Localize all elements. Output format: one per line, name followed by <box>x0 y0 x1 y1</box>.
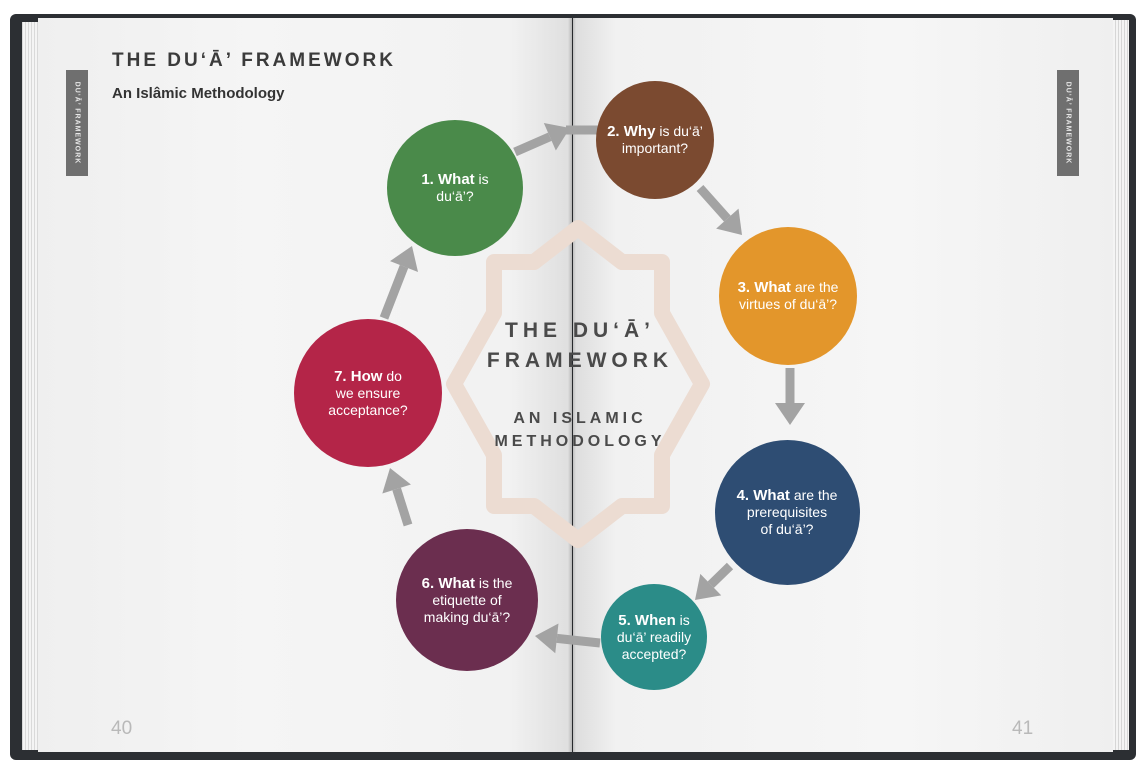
arrow-1-to-2-head <box>543 123 570 151</box>
page-number-right: 41 <box>1012 718 1034 739</box>
step-label-line1: 3. What are the <box>738 279 839 296</box>
step-label-line2: we ensure <box>335 384 401 401</box>
step-number: 4. <box>736 486 754 504</box>
step-text: is <box>474 171 489 187</box>
step-keyword: Why <box>623 123 656 140</box>
arrow-2-to-3-shaft <box>696 185 731 222</box>
step-label-line1: 2. Why is du‘ā’ <box>607 123 703 140</box>
step-text: is du‘ā’ <box>655 123 703 139</box>
step-text: are the <box>789 486 838 503</box>
step-label-line3: accepted? <box>621 645 687 662</box>
center-subtitle: AN ISLAMIC METHODOLOGY <box>480 407 680 453</box>
center-title-line1: THE DU‘Ā’ <box>505 319 655 342</box>
step-node-2: 2. Why is du‘ā’important? <box>596 81 714 199</box>
step-text: is the <box>475 574 513 591</box>
arrow-5-to-6-head <box>535 623 559 654</box>
step-label-line3: acceptance? <box>328 401 408 418</box>
step-label-line2: etiquette of <box>432 591 502 608</box>
page-title: THE DU‘Ā’ FRAMEWORK <box>112 50 396 71</box>
step-number: 1. <box>421 171 438 188</box>
arrow-1-to-2-shaft <box>513 132 552 157</box>
center-subtitle-line2: METHODOLOGY <box>494 433 666 450</box>
page-subtitle: An Islâmic Methodology <box>112 85 285 102</box>
step-label-line3: making du‘ā’? <box>423 608 511 625</box>
step-text: do <box>382 367 402 384</box>
center-title-line2: FRAMEWORK <box>486 349 674 372</box>
step-text: are the <box>790 279 839 295</box>
page-stack-right <box>1113 20 1129 750</box>
step-text: is <box>675 611 690 628</box>
step-label-line2: important? <box>621 140 689 156</box>
book-gutter <box>568 18 576 752</box>
running-head-tab-left: DU‘Ā’ FRAMEWORK <box>66 70 88 176</box>
step-label-line2: prerequisites <box>746 503 828 520</box>
step-label-2: 2. Why is du‘ā’important? <box>607 123 703 157</box>
step-number: 5. <box>618 611 635 629</box>
step-label-line1: 4. What are the <box>737 487 838 504</box>
step-keyword: What <box>753 486 790 504</box>
arrow-2-to-3-head <box>716 208 742 235</box>
cycle-arrows <box>379 123 805 654</box>
step-label-line1: 1. What is <box>421 171 488 188</box>
arrow-4-to-5-shaft <box>707 562 734 588</box>
step-number: 7. <box>334 367 351 385</box>
arrow-7-to-1-shaft <box>379 264 409 320</box>
step-keyword: How <box>350 367 383 385</box>
step-keyword: When <box>634 611 676 629</box>
step-number: 3. <box>737 279 755 296</box>
step-keyword: What <box>438 574 475 592</box>
step-number: 2. <box>607 123 624 140</box>
step-keyword: What <box>438 171 475 188</box>
arrow-3-to-4-head <box>775 403 805 425</box>
step-number: 6. <box>421 574 439 592</box>
step-label-line3: of du‘ā’? <box>760 520 814 537</box>
step-label-line1: 7. How do <box>328 368 407 385</box>
step-keyword: What <box>754 279 791 296</box>
step-label-line1: 6. What is the <box>422 575 513 592</box>
center-subtitle-line1: AN ISLAMIC <box>513 410 647 427</box>
step-label-line2: du‘ā’? <box>436 188 474 204</box>
arrow-4-to-5-head <box>695 573 722 600</box>
running-head-tab-right: DU‘Ā’ FRAMEWORK <box>1057 70 1079 176</box>
step-label-line2: du‘ā’ readily <box>616 628 692 645</box>
arrow-6-to-7-head <box>382 468 411 494</box>
arrow-7-to-1-head <box>390 246 419 272</box>
star-watermark <box>446 220 710 548</box>
step-label-line2: virtues of du‘ā’? <box>738 296 838 312</box>
arrow-6-to-7-shaft <box>392 487 413 527</box>
arrow-5-to-6-shaft <box>556 633 601 648</box>
step-label-line1: 5. When is <box>617 612 691 629</box>
page-stack-left <box>22 22 38 750</box>
page-number-left: 40 <box>111 718 133 739</box>
center-title: THE DU‘Ā’ FRAMEWORK <box>480 316 680 376</box>
